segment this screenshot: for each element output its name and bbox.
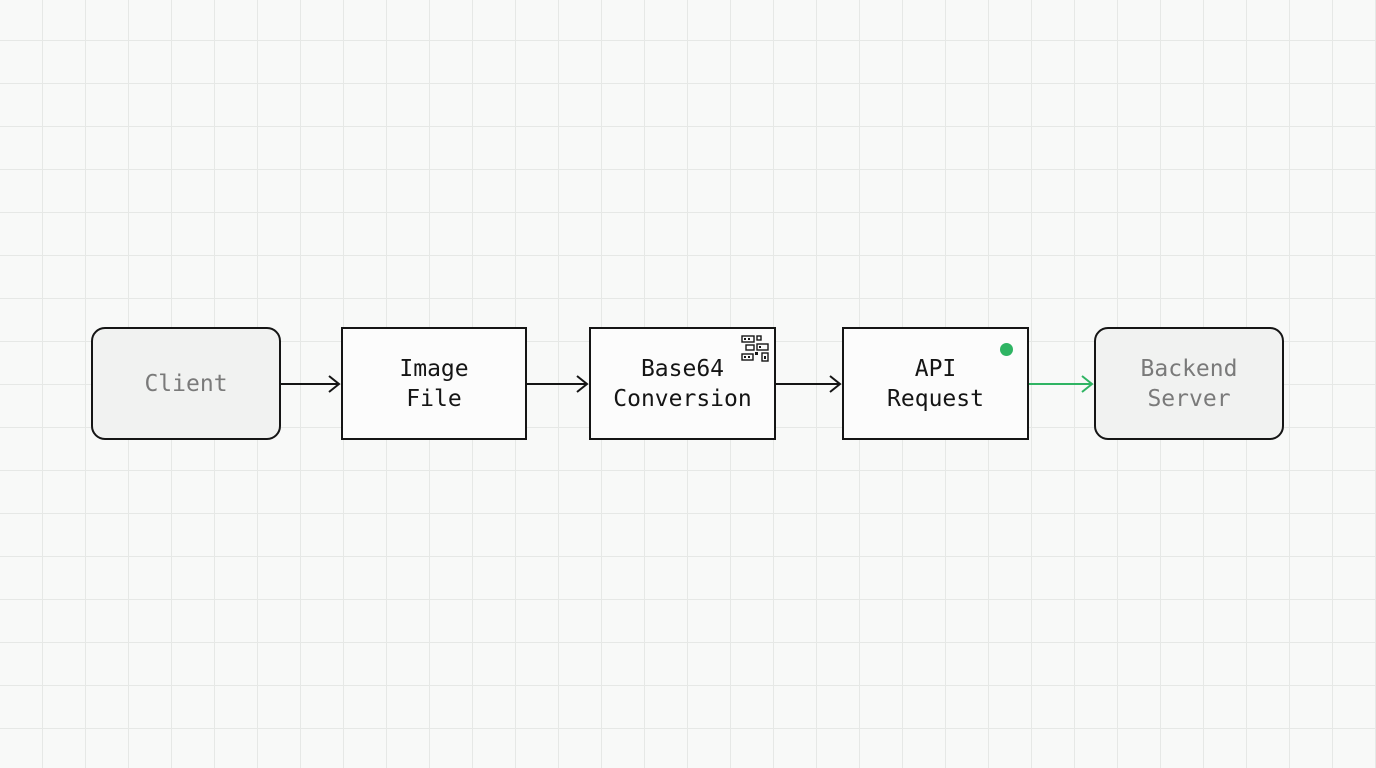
node-base64-conversion-label: Base64 Conversion (613, 355, 752, 412)
edge-client-image (281, 375, 341, 393)
node-backend-server-label: Backend Server (1140, 355, 1238, 412)
edge-base64-api (776, 375, 842, 393)
edge-image-base64 (527, 375, 589, 393)
node-client[interactable]: Client (91, 327, 281, 440)
qr-code-icon (741, 335, 769, 362)
node-base64-conversion[interactable]: Base64 Conversion (589, 327, 776, 440)
node-backend-server[interactable]: Backend Server (1094, 327, 1284, 440)
edge-api-backend (1029, 375, 1094, 393)
node-api-request[interactable]: API Request (842, 327, 1029, 440)
status-dot-icon (1000, 343, 1013, 356)
node-image-file[interactable]: Image File (341, 327, 527, 440)
node-client-label: Client (144, 370, 228, 397)
node-image-file-label: Image File (399, 355, 469, 412)
node-api-request-label: API Request (887, 355, 984, 412)
